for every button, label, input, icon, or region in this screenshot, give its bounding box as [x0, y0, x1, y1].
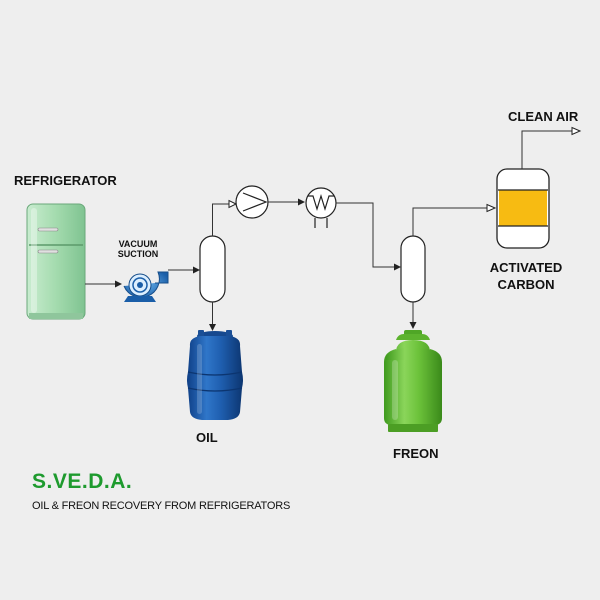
condenser-icon: [305, 187, 337, 228]
pipe-carbon-to-exhaust: [521, 126, 582, 169]
freon-cylinder-icon: [384, 330, 442, 432]
freon-label: FREON: [393, 446, 439, 461]
activated-carbon-label-line1: ACTIVATED: [489, 260, 563, 275]
brand-logo-text: S.VE.D.A.: [32, 470, 133, 493]
pipe-separator-to-freon: [409, 302, 417, 329]
pipe-separator-to-oil: [209, 302, 216, 331]
vacuum-blower-icon: [123, 271, 169, 302]
clean-air-label: CLEAN AIR: [508, 109, 579, 124]
oil-drum-icon: [187, 330, 243, 420]
brand-tagline: OIL & FREON RECOVERY FROM REFRIGERATORS: [32, 500, 291, 512]
pipe-blower-to-separator: [168, 266, 200, 274]
pipe-condenser-to-separator: [336, 202, 401, 271]
pipe-separator-to-pump: [212, 199, 238, 236]
pipe-pump-to-condenser: [268, 198, 305, 206]
activated-carbon-label-line2: CARBON: [497, 277, 555, 292]
pump-icon: [235, 185, 269, 219]
activated-carbon-label: ACTIVATED CARBON: [478, 259, 574, 293]
vacuum-suction-label: VACUUM SUCTION: [110, 239, 166, 259]
vacuum-suction-label-line1: VACUUM: [118, 239, 158, 249]
refrigerator-label: REFRIGERATOR: [14, 173, 117, 188]
pipe-separator-to-carbon: [412, 203, 497, 236]
oil-label: OIL: [196, 430, 218, 445]
oil-separator-icon: [199, 235, 226, 303]
refrigerator-icon: [26, 203, 86, 320]
freon-separator-icon: [400, 235, 426, 303]
pipe-fridge-to-blower: [85, 280, 122, 288]
vacuum-suction-label-line2: SUCTION: [117, 249, 159, 259]
carbon-filter-icon: [496, 168, 550, 249]
